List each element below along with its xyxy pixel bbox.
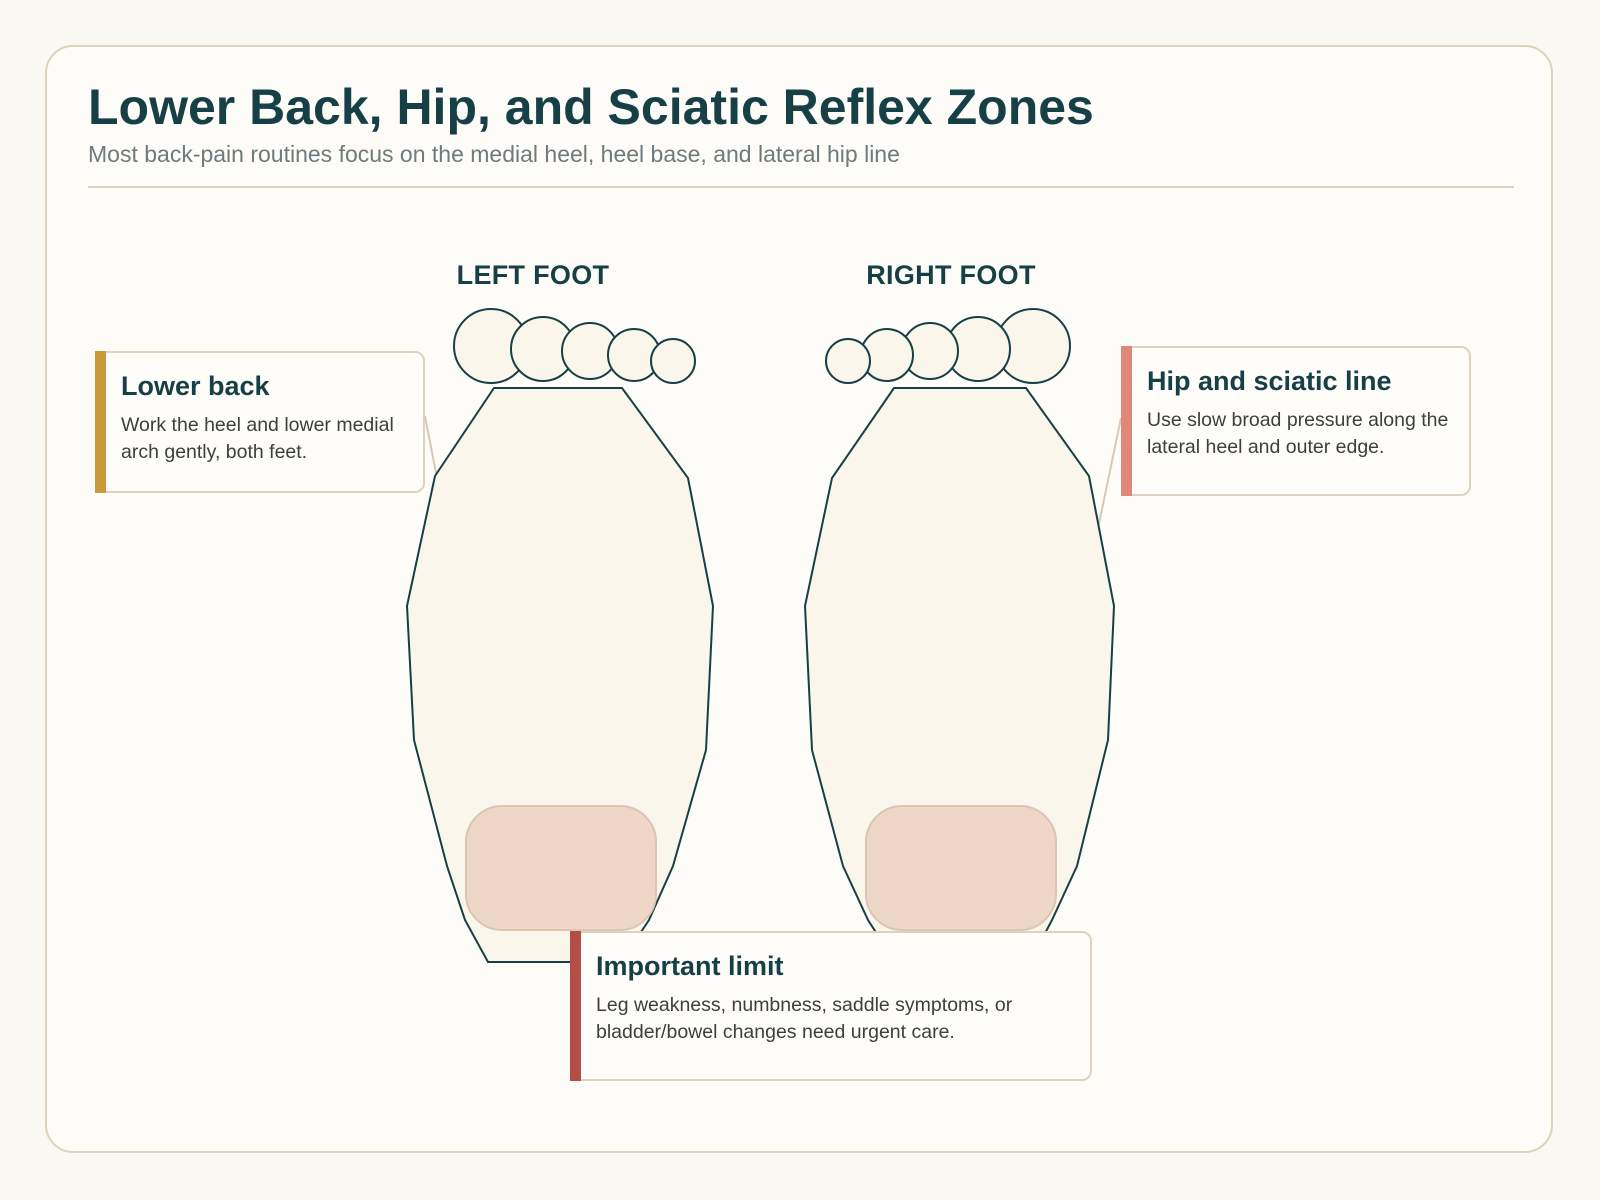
important-limit-callout-body: Leg weakness, numbness, saddle symptoms,… — [596, 994, 1013, 1043]
lower-back-callout-title: Lower back — [121, 371, 270, 401]
important-limit-callout-title: Important limit — [596, 951, 784, 981]
header-divider — [88, 186, 1514, 188]
right-foot-label: RIGHT FOOT — [866, 260, 1036, 290]
right-foot — [803, 308, 1116, 963]
lower-back-callout-body: Work the heel and lower medial arch gent… — [121, 414, 394, 463]
important-limit-callout: Important limit Leg weakness, numbness, … — [570, 931, 1092, 1081]
hip-sciatic-accent-bar — [1121, 346, 1132, 496]
left-toe-5 — [650, 338, 696, 384]
right-toe-5 — [825, 338, 871, 384]
page-subtitle: Most back-pain routines focus on the med… — [88, 141, 900, 167]
right-heel-zone[interactable] — [865, 805, 1057, 931]
lower-back-accent-bar — [95, 351, 106, 493]
lower-back-callout: Lower back Work the heel and lower media… — [95, 351, 425, 493]
hip-sciatic-callout: Hip and sciatic line Use slow broad pres… — [1121, 346, 1471, 496]
hip-sciatic-callout-title: Hip and sciatic line — [1147, 366, 1392, 396]
hip-sciatic-callout-body: Use slow broad pressure along the latera… — [1147, 409, 1449, 458]
page-title: Lower Back, Hip, and Sciatic Reflex Zone… — [88, 79, 1094, 135]
important-limit-accent-bar — [570, 931, 581, 1081]
left-heel-zone[interactable] — [465, 805, 657, 931]
left-foot-label: LEFT FOOT — [456, 260, 610, 290]
left-foot — [405, 308, 715, 963]
